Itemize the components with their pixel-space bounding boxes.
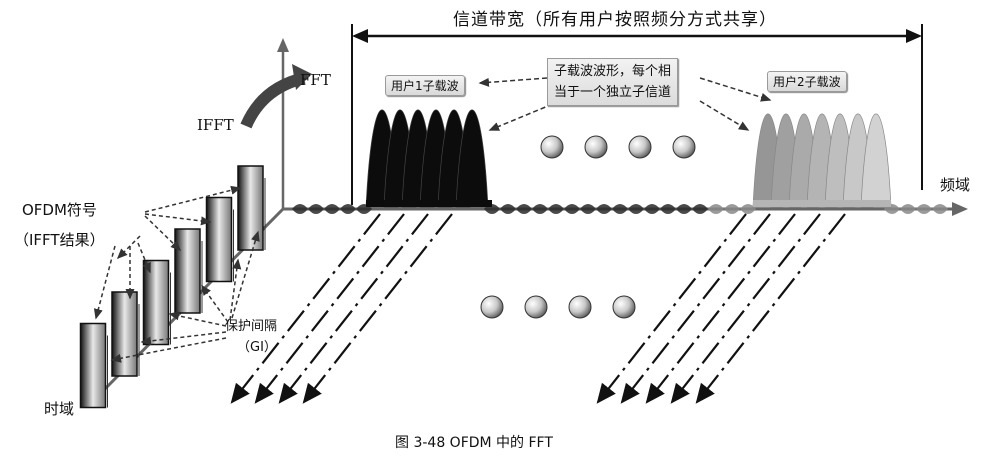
subcarrier-sidelobe: [292, 204, 308, 214]
subcarrier-note-line2: 当于一个独立子信道: [554, 85, 672, 100]
time-direction-arrow: [254, 213, 405, 404]
ofdm-symbol-bar: [142, 259, 170, 346]
time-direction-arrow: [645, 213, 796, 404]
ifft-result-label: （IFFT结果）: [14, 231, 105, 249]
time-direction-arrow: [695, 213, 846, 404]
subcarrier-sidelobe: [932, 204, 948, 214]
ifft-label: IFFT: [197, 116, 234, 134]
time-domain-label: 时域: [44, 400, 75, 418]
subcarrier-sidelobe: [692, 204, 708, 214]
subcarrier-sidelobe: [532, 204, 548, 214]
subcarrier-sidelobe: [740, 204, 756, 214]
ofdm-symbol-label: OFDM符号: [22, 201, 97, 219]
user2-subcarrier-tag: 用户2子载波: [767, 71, 847, 92]
ofdm-symbol-bars: [79, 165, 266, 409]
subcarrier-sidelobe: [340, 204, 356, 214]
ofdm-symbol-bar: [111, 291, 138, 377]
figure-caption: 图 3-48 OFDM 中的 FFT: [395, 435, 553, 451]
subcarrier-sidelobe: [628, 204, 644, 214]
ellipsis-upper: [540, 135, 696, 159]
ofdm-symbol-bar: [79, 322, 107, 409]
subcarrier-sidelobe: [916, 204, 932, 214]
time-direction-arrow: [302, 213, 453, 404]
subcarrier-sidelobe: [660, 204, 676, 214]
time-direction-arrow: [670, 213, 821, 404]
subcarrier-sidelobe: [676, 204, 692, 214]
subcarrier-sidelobe: [724, 204, 740, 214]
vertical-axis: [277, 38, 289, 210]
bandwidth-label: 信道带宽（所有用户按照频分方式共享）: [453, 10, 777, 30]
guard-interval-pointers: [110, 230, 260, 363]
ellipsis-lower: [480, 295, 636, 319]
ofdm-symbol-pointers: [93, 185, 242, 320]
subcarrier-sidelobe: [580, 204, 596, 214]
subcarrier-note-line1: 子载波波形，每个相: [554, 64, 672, 79]
bandwidth-bracket: [351, 24, 923, 205]
frequency-domain-label: 频域: [940, 176, 971, 194]
subcarrier-sidelobe: [596, 204, 612, 214]
subcarrier-sidelobe: [900, 204, 916, 214]
guard-interval-abbrev: （GI）: [237, 340, 277, 355]
ifft-fft-arrow: [240, 64, 312, 129]
subcarrier-note: 子载波波形，每个相 当于一个独立子信道: [547, 58, 679, 106]
ofdm-symbol-bar: [174, 228, 201, 314]
subcarrier-sidelobe: [612, 204, 628, 214]
subcarrier-sidelobe: [324, 204, 340, 214]
guard-interval-label: 保护间隔: [225, 319, 278, 334]
time-direction-arrow: [620, 213, 771, 404]
ofdm-symbol-bar: [237, 165, 264, 251]
fft-label: FFT: [300, 71, 331, 89]
user1-subcarrier-peak: [455, 109, 489, 208]
user2-peak-base: [753, 200, 891, 207]
subcarrier-sidelobe: [308, 204, 324, 214]
user1-subcarrier-tag: 用户1子载波: [385, 75, 465, 96]
user2-subcarrier-peak: [860, 113, 892, 208]
subcarrier-sidelobe: [516, 204, 532, 214]
user2-subcarrier-peaks: [752, 113, 892, 208]
ofdm-symbol-bar: [205, 196, 233, 283]
user1-peak-base: [366, 200, 492, 207]
subcarrier-ripple: [292, 204, 948, 214]
subcarrier-sidelobe: [500, 204, 516, 214]
user1-subcarrier-peaks: [365, 109, 492, 208]
subcarrier-sidelobe: [708, 204, 724, 214]
subcarrier-sidelobe: [548, 204, 564, 214]
time-direction-arrow: [278, 213, 429, 404]
subcarrier-sidelobe: [564, 204, 580, 214]
subcarrier-sidelobe: [644, 204, 660, 214]
